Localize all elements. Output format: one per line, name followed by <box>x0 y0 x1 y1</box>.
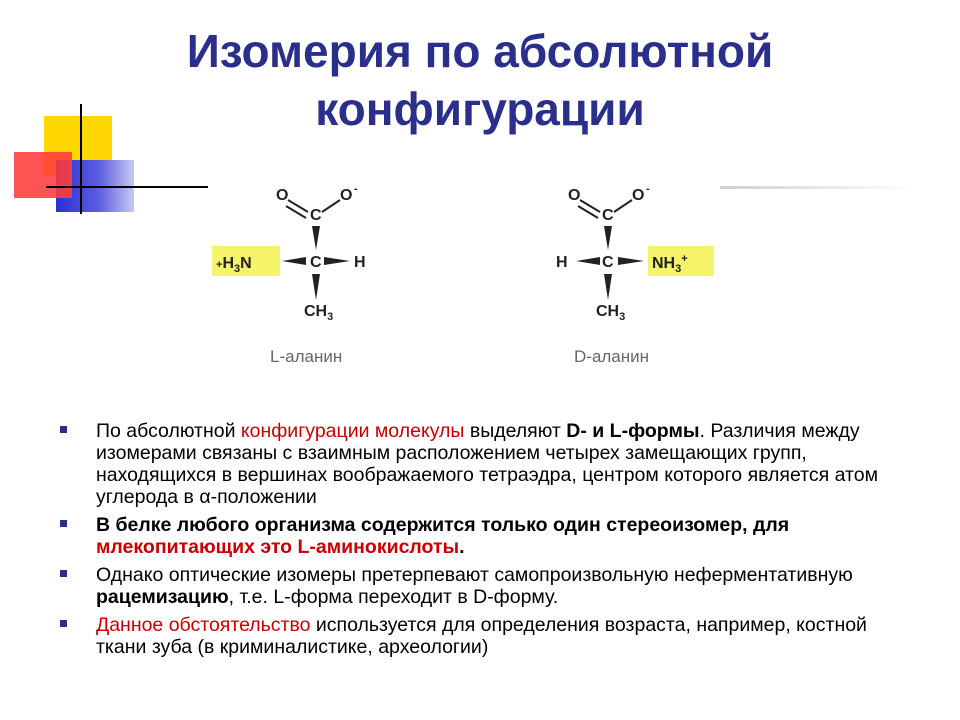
d-alanine-wedge-right <box>618 257 644 265</box>
d-alanine-o-charge: - <box>646 183 650 195</box>
page-title: Изомерия по абсолютной конфигурации <box>40 22 920 138</box>
alanine-structures: O C O - C +H3N H CH3 L-аланин O C O - C <box>212 183 714 366</box>
d-alanine-wedge-bottom <box>604 274 612 300</box>
l-alanine-single-bond-o <box>321 199 341 213</box>
bullet-item-4: Данное обстоятельство используется для о… <box>60 614 920 658</box>
d-alanine-bottom-group: CH3 <box>596 303 625 323</box>
bullet-square-icon <box>60 620 67 627</box>
l-alanine-nh3-highlight <box>212 246 280 276</box>
d-alanine-carboxyl-c: C <box>602 207 614 224</box>
d-alanine-double-bond-1 <box>579 199 601 213</box>
d-alanine-double-bond-2 <box>577 205 599 219</box>
l-alanine-o-right: O <box>340 187 352 204</box>
l-alanine-o-charge: - <box>354 183 358 195</box>
l-alanine-wedge-bottom <box>312 274 320 300</box>
l-alanine-alpha-c: C <box>310 254 322 271</box>
bullet-square-icon <box>60 426 67 433</box>
d-alanine-alpha-c: C <box>602 254 614 271</box>
l-alanine-caption: L-аланин <box>270 347 342 366</box>
l-alanine-wedge-top <box>312 226 320 250</box>
l-alanine-double-bond-1 <box>287 199 309 213</box>
d-alanine-left-group: H <box>556 254 568 271</box>
l-alanine-o-left: O <box>276 187 288 204</box>
bullet-square-icon <box>60 520 67 527</box>
deco-vertical-line <box>80 104 82 214</box>
deco-red-square <box>14 152 72 198</box>
bullet-item-2: В белке любого организма содержится толь… <box>60 514 920 558</box>
l-alanine-wedge-right <box>324 257 350 265</box>
d-alanine-o-left: O <box>568 187 580 204</box>
title-line-1: Изомерия по абсолютной <box>186 25 774 77</box>
l-alanine-structure: O C O - C +H3N H CH3 L-аланин <box>212 183 366 366</box>
l-alanine-double-bond-2 <box>285 205 307 219</box>
l-alanine-right-group: H <box>354 254 366 271</box>
bullet-item-3: Однако оптические изомеры претерпевают с… <box>60 564 920 608</box>
l-alanine-wedge-left <box>282 257 306 265</box>
bullet-square-icon <box>60 570 67 577</box>
d-alanine-structure: O C O - C H NH3+ CH3 D-аланин <box>556 183 714 366</box>
d-alanine-caption: D-аланин <box>574 347 649 366</box>
d-alanine-wedge-left <box>576 257 600 265</box>
d-alanine-o-right: O <box>632 187 644 204</box>
d-alanine-wedge-top <box>604 226 612 250</box>
d-alanine-single-bond-o <box>613 199 633 213</box>
l-alanine-bottom-group: CH3 <box>304 303 333 323</box>
l-alanine-carboxyl-c: C <box>310 207 322 224</box>
d-alanine-right-group: NH3+ <box>652 253 688 275</box>
deco-right-rule <box>720 186 920 189</box>
bullet-list: По абсолютной конфигурации молекулы выде… <box>60 420 920 664</box>
d-alanine-nh3-highlight <box>648 246 714 276</box>
bullet-item-1: По абсолютной конфигурации молекулы выде… <box>60 420 920 508</box>
deco-horizontal-line <box>46 186 208 188</box>
l-alanine-left-group: +H3N <box>216 255 252 275</box>
title-line-2: конфигурации <box>315 83 645 135</box>
